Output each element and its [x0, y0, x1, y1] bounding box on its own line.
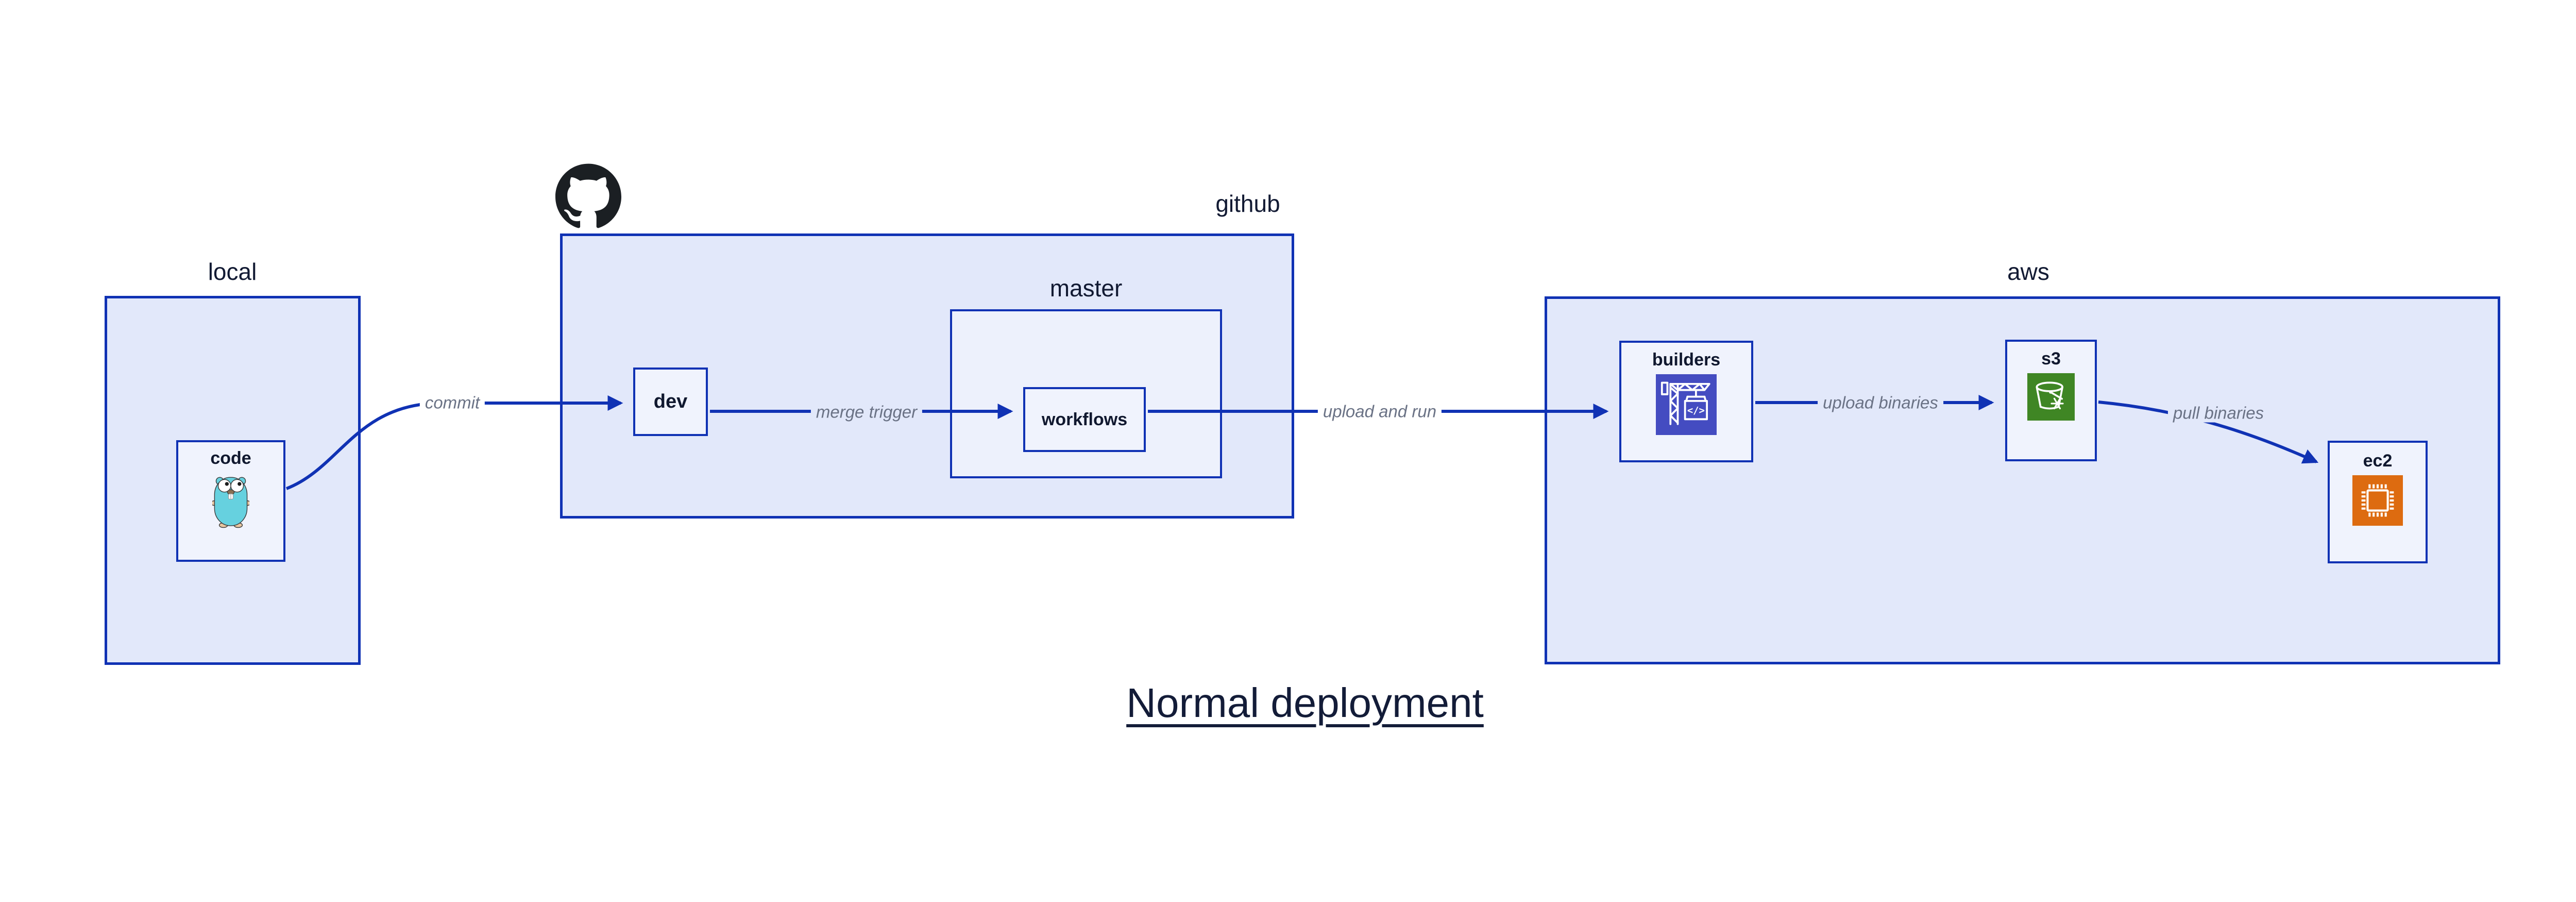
edge-label-commit: commit: [419, 393, 485, 412]
dev-node: dev: [633, 368, 708, 436]
dev-node-label: dev: [653, 391, 688, 412]
ec2-chip-icon: [2352, 475, 2403, 526]
github-group-label: github: [1215, 190, 1280, 217]
aws-group-label: aws: [2007, 258, 2049, 285]
s3-node-label: s3: [2041, 349, 2061, 369]
code-node-label: code: [210, 448, 251, 468]
go-gopher-icon: [212, 477, 249, 528]
edge-label-merge-trigger: merge trigger: [810, 402, 923, 422]
s3-glacier-bucket-icon: [2027, 373, 2075, 421]
github-octocat-icon: [555, 163, 621, 228]
ec2-node: ec2: [2328, 441, 2428, 563]
ec2-node-label: ec2: [2363, 451, 2393, 471]
codebuild-code-glyph: </>: [1687, 405, 1705, 416]
diagram-title: Normal deployment: [1126, 680, 1484, 726]
builders-node: builders </>: [1619, 341, 1753, 462]
edge-label-upload-binaries: upload binaries: [1818, 393, 1943, 412]
master-group-label: master: [1049, 275, 1123, 302]
builders-node-label: builders: [1652, 350, 1721, 370]
edge-label-pull-binaries: pull binaries: [2167, 403, 2269, 423]
workflows-node-label: workflows: [1041, 409, 1128, 429]
code-node: code: [176, 440, 285, 562]
edge-label-upload-and-run: upload and run: [1317, 402, 1442, 421]
local-group-label: local: [208, 258, 257, 285]
workflows-node: workflows: [1023, 387, 1146, 452]
s3-node: s3: [2005, 340, 2097, 461]
codebuild-crane-icon: </>: [1656, 374, 1717, 435]
